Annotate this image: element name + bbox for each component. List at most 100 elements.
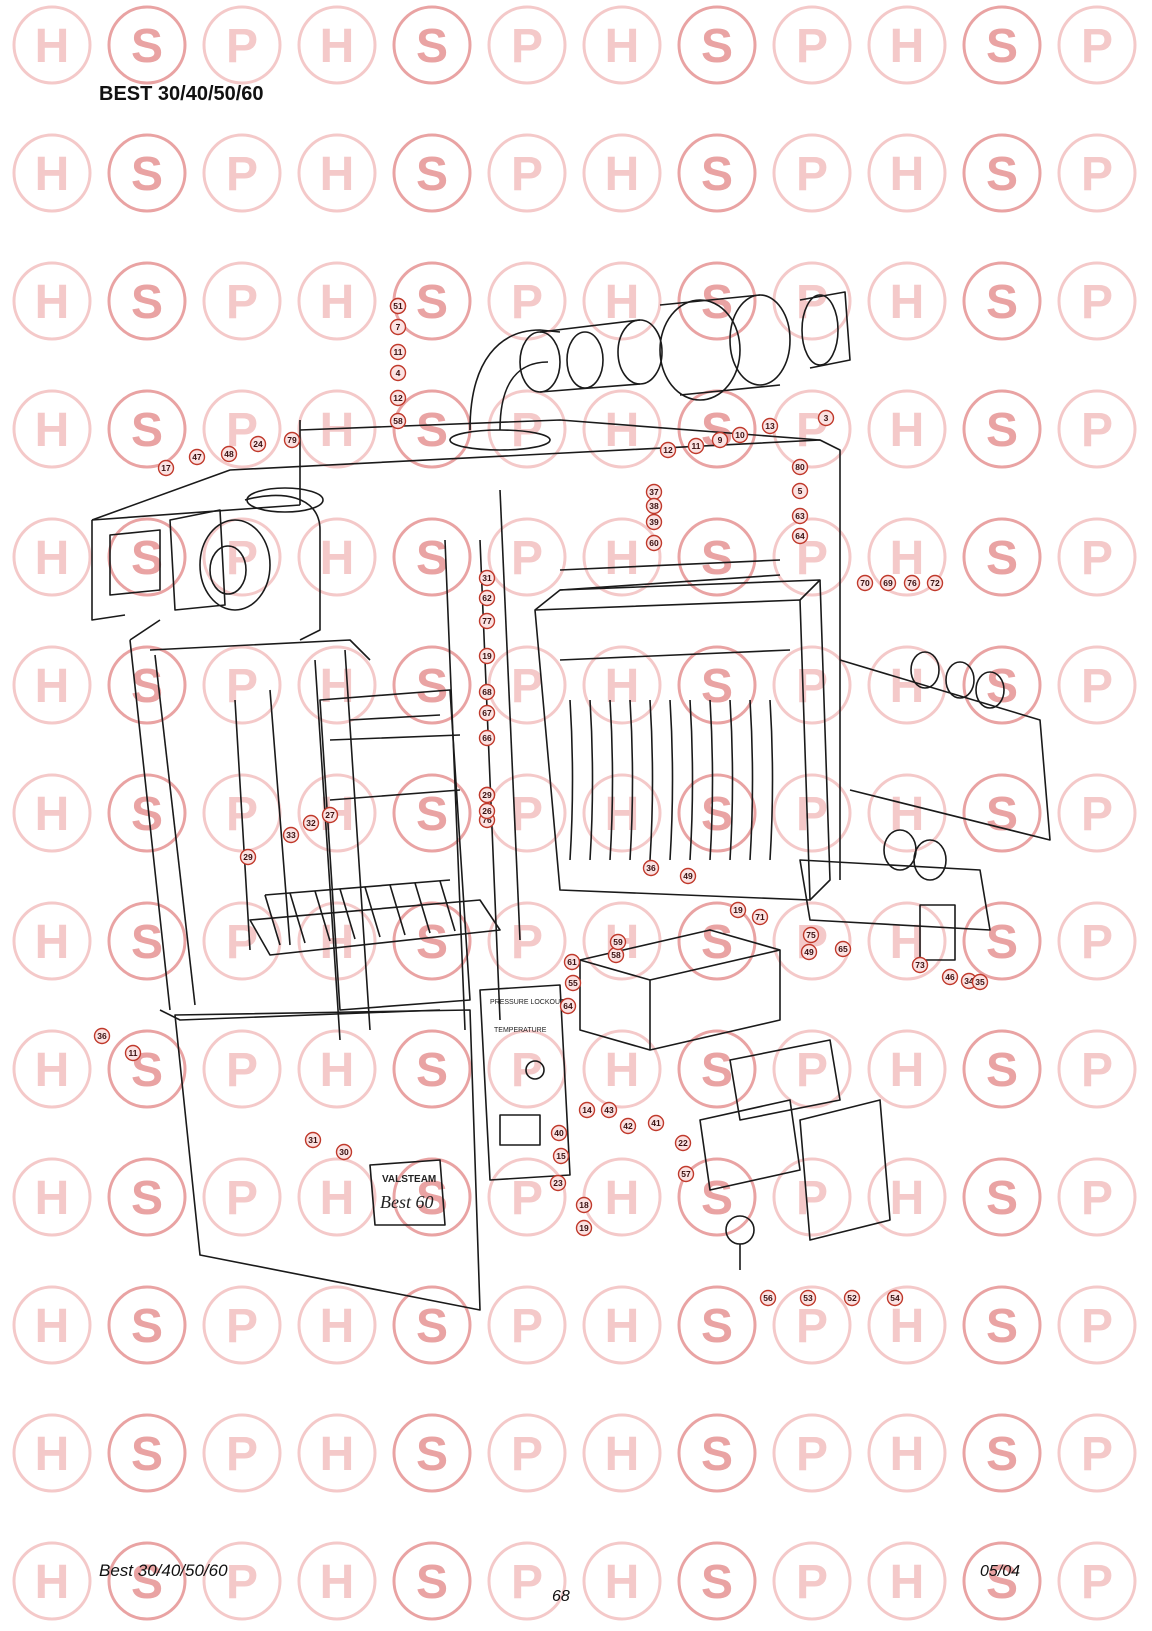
svg-text:66: 66 bbox=[482, 733, 492, 743]
callout-badge: 30 bbox=[335, 1143, 353, 1161]
callout-badge: 12 bbox=[659, 441, 677, 459]
watermark-tile: H bbox=[12, 389, 92, 469]
callout-badge: 10 bbox=[731, 426, 749, 444]
svg-text:11: 11 bbox=[129, 1048, 138, 1058]
svg-text:69: 69 bbox=[883, 578, 893, 588]
brand-badge: VALSTEAM bbox=[382, 1174, 436, 1185]
callout-badge: 51 bbox=[389, 297, 407, 315]
panel-label: TEMPERATURE bbox=[494, 1027, 547, 1034]
svg-text:40: 40 bbox=[554, 1128, 564, 1138]
watermark-tile: S bbox=[107, 1541, 187, 1621]
svg-text:60: 60 bbox=[649, 538, 659, 548]
svg-text:S: S bbox=[131, 276, 163, 329]
svg-text:S: S bbox=[131, 148, 163, 201]
watermark-tile: S bbox=[962, 901, 1042, 981]
svg-text:P: P bbox=[1081, 660, 1113, 713]
svg-text:H: H bbox=[890, 1556, 925, 1609]
svg-text:H: H bbox=[605, 1044, 640, 1097]
svg-text:P: P bbox=[1081, 1300, 1113, 1353]
svg-text:19: 19 bbox=[482, 651, 492, 661]
svg-text:P: P bbox=[796, 1556, 828, 1609]
svg-text:64: 64 bbox=[795, 531, 805, 541]
callout-badge: 27 bbox=[321, 806, 339, 824]
page-number: 68 bbox=[552, 1588, 570, 1605]
callout-badge: 4 bbox=[389, 364, 407, 382]
watermark-tile: H bbox=[582, 389, 662, 469]
svg-text:P: P bbox=[226, 20, 258, 73]
svg-text:H: H bbox=[890, 532, 925, 585]
svg-text:S: S bbox=[131, 1428, 163, 1481]
svg-text:H: H bbox=[890, 1044, 925, 1097]
front-door bbox=[174, 1009, 481, 1311]
svg-text:H: H bbox=[320, 532, 355, 585]
svg-text:P: P bbox=[1081, 532, 1113, 585]
svg-text:4: 4 bbox=[396, 368, 401, 378]
svg-text:H: H bbox=[320, 276, 355, 329]
callout-badge: 3 bbox=[817, 409, 835, 427]
watermark-tile: P bbox=[487, 1541, 567, 1621]
watermark-tile: P bbox=[772, 261, 852, 341]
svg-text:S: S bbox=[701, 1300, 733, 1353]
svg-text:S: S bbox=[416, 276, 448, 329]
watermark-tile: S bbox=[392, 133, 472, 213]
svg-text:H: H bbox=[605, 1172, 640, 1225]
watermark-tile: S bbox=[677, 1029, 757, 1109]
svg-text:H: H bbox=[890, 148, 925, 201]
svg-text:17: 17 bbox=[161, 463, 171, 473]
watermark-tile: H bbox=[297, 1285, 377, 1365]
watermark-tile: H bbox=[297, 5, 377, 85]
watermark-tile: H bbox=[867, 1413, 947, 1493]
watermark-tile: H bbox=[582, 261, 662, 341]
watermark-tile: H bbox=[582, 773, 662, 853]
watermark-tile: P bbox=[772, 1285, 852, 1365]
callout-badge: 33 bbox=[282, 826, 300, 844]
watermark-tile: H bbox=[297, 1157, 377, 1237]
svg-text:26: 26 bbox=[482, 806, 492, 816]
svg-text:48: 48 bbox=[224, 449, 234, 459]
svg-text:P: P bbox=[226, 1300, 258, 1353]
svg-text:S: S bbox=[701, 660, 733, 713]
callout-badge: 32 bbox=[302, 814, 320, 832]
watermark-tile: S bbox=[677, 773, 757, 853]
svg-text:24: 24 bbox=[253, 439, 263, 449]
watermark-tile: P bbox=[487, 133, 567, 213]
watermark-tile: H bbox=[297, 261, 377, 341]
svg-text:H: H bbox=[890, 1428, 925, 1481]
svg-text:P: P bbox=[1081, 916, 1113, 969]
watermark-tile: H bbox=[12, 261, 92, 341]
svg-text:H: H bbox=[35, 276, 70, 329]
watermark-tile: H bbox=[867, 1157, 947, 1237]
watermark-tile: H bbox=[582, 1029, 662, 1109]
watermark-tile: S bbox=[962, 389, 1042, 469]
watermark-tile: S bbox=[392, 1029, 472, 1109]
svg-text:P: P bbox=[511, 1300, 543, 1353]
watermark-tile: P bbox=[202, 1157, 282, 1237]
svg-text:58: 58 bbox=[393, 416, 403, 426]
watermark-tile: P bbox=[1057, 5, 1137, 85]
watermark-tile: P bbox=[487, 1029, 567, 1109]
callout-badge: 79 bbox=[283, 431, 301, 449]
svg-text:79: 79 bbox=[287, 435, 297, 445]
callout-badge: 62 bbox=[478, 589, 496, 607]
svg-text:65: 65 bbox=[838, 944, 848, 954]
svg-text:75: 75 bbox=[806, 930, 816, 940]
watermark-tile: P bbox=[1057, 773, 1137, 853]
svg-text:H: H bbox=[35, 148, 70, 201]
watermark-tile: S bbox=[962, 773, 1042, 853]
watermark-tile: P bbox=[487, 1157, 567, 1237]
watermark-tile: S bbox=[107, 517, 187, 597]
svg-text:15: 15 bbox=[556, 1151, 566, 1161]
watermark-tile: H bbox=[12, 901, 92, 981]
watermark-tile: H bbox=[12, 1413, 92, 1493]
watermark-tile: S bbox=[392, 645, 472, 725]
watermark-tile: H bbox=[297, 389, 377, 469]
watermark-tile: P bbox=[202, 1413, 282, 1493]
watermark-tile: P bbox=[487, 1285, 567, 1365]
svg-text:S: S bbox=[701, 916, 733, 969]
watermark-tile: P bbox=[487, 901, 567, 981]
svg-text:63: 63 bbox=[795, 511, 805, 521]
footer-date: 05/04 bbox=[980, 1563, 1021, 1580]
watermark-tile: H bbox=[867, 517, 947, 597]
watermark-tile: P bbox=[1057, 1029, 1137, 1109]
callout-badge: 19 bbox=[575, 1219, 593, 1237]
